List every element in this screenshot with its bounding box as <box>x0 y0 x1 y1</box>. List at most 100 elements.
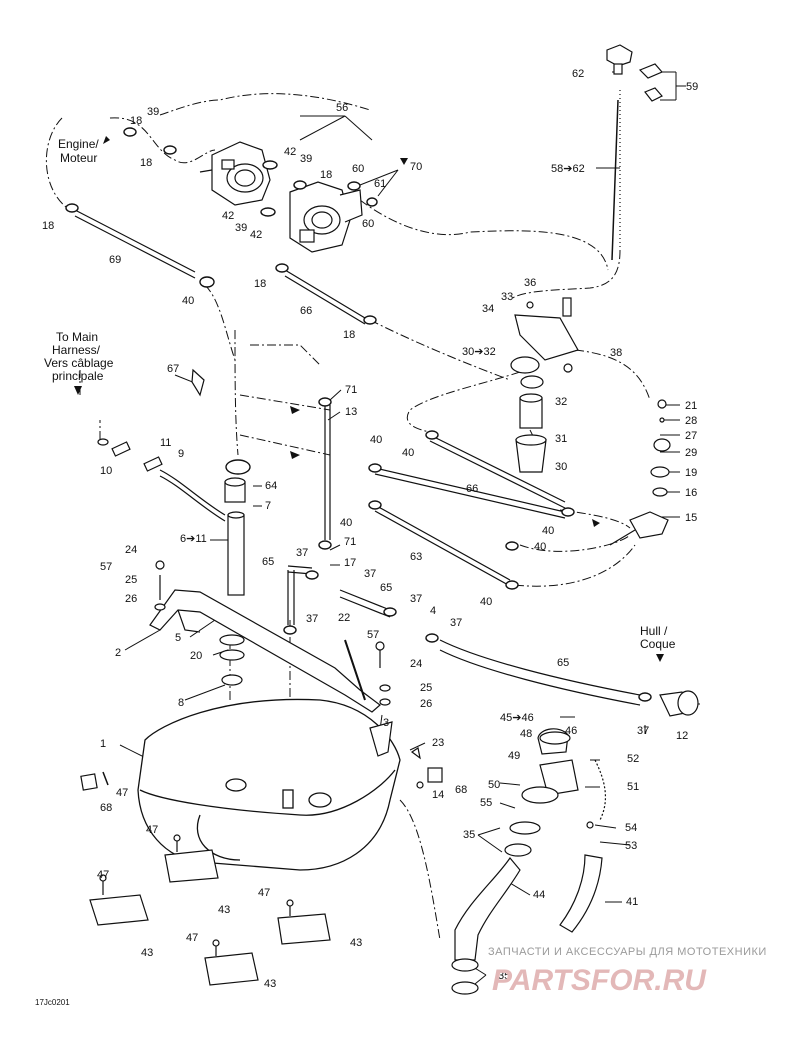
choke-knob <box>606 44 663 261</box>
fuel-filter <box>510 297 579 473</box>
label-1: 1 <box>100 738 106 750</box>
label-5: 5 <box>175 632 181 644</box>
mounting-pads <box>89 834 331 986</box>
label-40a: 40 <box>182 295 194 307</box>
label-40f: 40 <box>534 541 546 553</box>
label-27: 27 <box>685 430 697 442</box>
label-2: 2 <box>115 647 121 659</box>
label-21: 21 <box>685 400 697 412</box>
filler-neck <box>451 690 699 995</box>
label-47d: 47 <box>258 887 270 899</box>
label-39b: 39 <box>300 153 312 165</box>
label-35b: 35 <box>498 970 510 982</box>
label-56: 56 <box>336 102 348 114</box>
label-58-62: 58➔62 <box>551 163 585 175</box>
label-8: 8 <box>178 697 184 709</box>
label-37a: 37 <box>296 547 308 559</box>
label-71b: 71 <box>344 536 356 548</box>
label-18a: 18 <box>130 115 142 127</box>
label-18f: 18 <box>343 329 355 341</box>
label-29: 29 <box>685 447 697 459</box>
label-57b: 57 <box>367 629 379 641</box>
hull-note-line2: Coque <box>640 637 676 651</box>
label-47c: 47 <box>97 869 109 881</box>
label-68a: 68 <box>455 784 467 796</box>
label-35a: 35 <box>463 829 475 841</box>
watermark-logo: PARTSFOR.RU <box>492 964 707 997</box>
label-4: 4 <box>430 605 436 617</box>
label-12: 12 <box>676 730 688 742</box>
flow-arrows <box>74 136 664 662</box>
fuel-tank <box>137 698 401 871</box>
label-37e: 37 <box>306 613 318 625</box>
label-71a: 71 <box>345 384 357 396</box>
label-47b: 47 <box>146 824 158 836</box>
label-7: 7 <box>265 500 271 512</box>
label-63: 63 <box>410 551 422 563</box>
label-24a: 24 <box>125 544 137 556</box>
label-30-32: 30➔32 <box>462 346 496 358</box>
label-18c: 18 <box>320 169 332 181</box>
label-43b: 43 <box>141 947 153 959</box>
label-39a: 39 <box>147 106 159 118</box>
label-9: 9 <box>178 448 184 460</box>
label-34: 34 <box>482 303 494 315</box>
label-6-11: 6➔11 <box>180 533 207 545</box>
harness-note-line2: Harness/ <box>52 343 101 357</box>
label-66b: 66 <box>466 483 478 495</box>
label-19: 19 <box>685 467 697 479</box>
harness-note-line3: Vers câblage <box>44 356 114 370</box>
leader-lines <box>119 71 700 989</box>
label-55: 55 <box>480 797 492 809</box>
label-54: 54 <box>625 822 637 834</box>
label-37b: 37 <box>364 568 376 580</box>
label-41: 41 <box>626 896 638 908</box>
label-38: 38 <box>610 347 622 359</box>
label-67: 67 <box>167 363 179 375</box>
fuel-sender <box>224 477 246 596</box>
label-51: 51 <box>627 781 639 793</box>
engine-note-line1: Engine/ <box>58 137 99 151</box>
label-3: 3 <box>383 717 389 729</box>
label-32: 32 <box>555 396 567 408</box>
drawing-code: 17Jc0201 <box>35 998 70 1007</box>
label-47e: 47 <box>186 932 198 944</box>
label-33: 33 <box>501 291 513 303</box>
label-14: 14 <box>432 789 444 801</box>
label-40e: 40 <box>542 525 554 537</box>
label-28: 28 <box>685 415 697 427</box>
label-37c: 37 <box>410 593 422 605</box>
hoses <box>74 209 641 706</box>
label-40g: 40 <box>480 596 492 608</box>
label-60a: 60 <box>352 163 364 175</box>
label-44: 44 <box>533 889 545 901</box>
label-69: 69 <box>109 254 121 266</box>
label-37d: 37 <box>450 617 462 629</box>
label-49: 49 <box>508 750 520 762</box>
label-42b: 42 <box>222 210 234 222</box>
label-43d: 43 <box>264 978 276 990</box>
callout-notes: Engine/ Moteur To Main Harness/ Vers câb… <box>44 137 676 651</box>
label-61: 61 <box>374 178 386 190</box>
label-48: 48 <box>520 728 532 740</box>
watermark: ЗАПЧАСТИ И АКСЕССУАРЫ ДЛЯ МОТОТЕХНИКИ PA… <box>488 946 766 997</box>
label-64: 64 <box>265 480 277 492</box>
carburetor-upper <box>199 141 271 206</box>
label-46: 46 <box>565 725 577 737</box>
label-65a: 65 <box>262 556 274 568</box>
label-22: 22 <box>338 612 350 624</box>
harness-connectors <box>97 368 226 522</box>
label-18d: 18 <box>42 220 54 232</box>
label-23: 23 <box>432 737 444 749</box>
hose-clamps <box>65 127 652 702</box>
label-68b: 68 <box>100 802 112 814</box>
label-40d: 40 <box>340 517 352 529</box>
label-26a: 26 <box>125 593 137 605</box>
tank-small-parts <box>80 560 443 791</box>
label-20: 20 <box>190 650 202 662</box>
label-16: 16 <box>685 487 697 499</box>
label-52: 52 <box>627 753 639 765</box>
label-62: 62 <box>572 68 584 80</box>
label-43c: 43 <box>350 937 362 949</box>
